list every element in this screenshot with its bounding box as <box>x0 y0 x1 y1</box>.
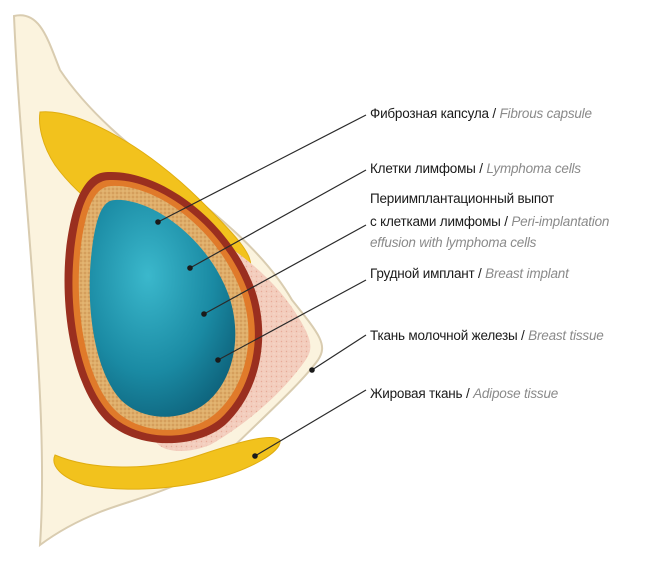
label-effusion-line2: с клетками лимфомы / Peri-implantation <box>370 214 609 229</box>
label-effusion-line1: Периимплантационный выпот <box>370 191 554 206</box>
label-lymphoma-cells: Клетки лимфомы / Lymphoma cells <box>370 161 581 176</box>
label-breast-implant: Грудной имплант / Breast implant <box>370 266 569 281</box>
label-adipose-tissue: Жировая ткань / Adipose tissue <box>370 386 558 401</box>
label-breast-tissue: Ткань молочной железы / Breast tissue <box>370 328 604 343</box>
label-fibrous-capsule: Фиброзная капсула / Fibrous capsule <box>370 106 592 121</box>
label-effusion-line3: effusion with lymphoma cells <box>370 235 536 250</box>
